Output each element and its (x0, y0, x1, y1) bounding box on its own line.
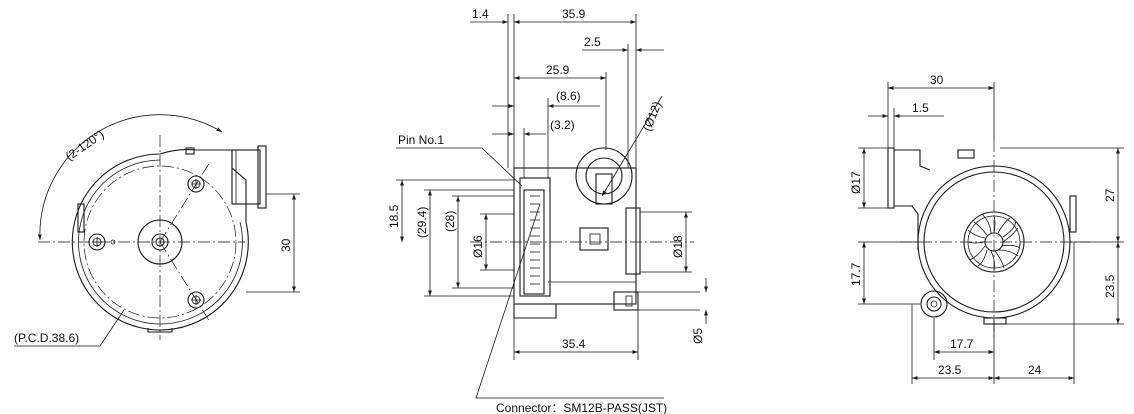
right-offset-label: 1.5 (912, 101, 929, 115)
right-h17-label: 17.7 (849, 262, 863, 286)
h2-label: (29.4) (415, 207, 429, 238)
offset-left-label: 1.4 (472, 7, 489, 21)
right-view: 30 1.5 Ø17 17.7 27 23.5 17.7 23. (849, 73, 1124, 384)
pin-label: Pin No.1 (398, 133, 444, 147)
left-view: (2-120°) (P.C.D.38.6) 30 (14, 114, 300, 347)
angle-label: (2-120°) (63, 127, 107, 163)
offset-right-label: 2.5 (584, 35, 601, 49)
ref-b-label: (3.2) (550, 118, 575, 132)
right-w17-label: 17.7 (950, 337, 974, 351)
connector-label: Connector：SM12B-PASS(JST) (496, 401, 667, 414)
right-h27-label: 27 (1103, 188, 1117, 202)
dia5-label: Ø5 (691, 328, 705, 344)
outlet-dia-label: (Ø12) (640, 99, 664, 133)
ref-a-label: (8.6) (556, 89, 581, 103)
top-width-label: 35.9 (562, 7, 586, 21)
left-height-label: 30 (279, 238, 293, 252)
right-h23-label: 23.5 (1103, 274, 1117, 298)
right-top-width-label: 30 (930, 73, 944, 87)
dia16-label: Ø16 (471, 235, 485, 258)
dia18-label: Ø18 (671, 235, 685, 258)
h3-label: (28) (443, 211, 457, 232)
middle-view: Ø5 35.9 1.4 2.5 25.9 (8.6) (3.2) (Ø12) (387, 7, 708, 414)
pcd-label: (P.C.D.38.6) (14, 331, 79, 345)
right-w24-label: 24 (1028, 363, 1042, 377)
inner-width-label: 25.9 (546, 63, 570, 77)
h1-label: 18.5 (387, 204, 401, 228)
bottom-width-label: 35.4 (562, 337, 586, 351)
right-dia17-label: Ø17 (849, 171, 863, 194)
right-w23-label: 23.5 (938, 363, 962, 377)
